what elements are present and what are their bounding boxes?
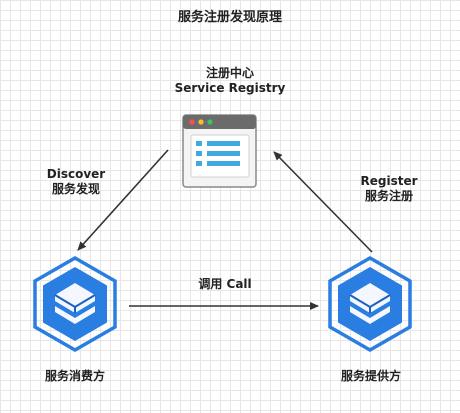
provider-stacked-box-icon — [328, 255, 412, 353]
discover-edge-label: Discover 服务发现 — [40, 167, 112, 197]
discover-label-cn: 服务发现 — [51, 182, 100, 196]
provider-label: 服务提供方 — [340, 369, 401, 383]
register-arrow — [273, 151, 373, 253]
call-edge-label: 调用 Call — [198, 277, 252, 291]
browser-window-list-icon — [182, 114, 257, 188]
discover-label-en: Discover — [46, 167, 106, 181]
registry-label-cn: 注册中心 — [205, 66, 254, 80]
discover-arrow — [77, 149, 169, 251]
consumer-label: 服务消费方 — [44, 369, 105, 383]
register-label-cn: 服务注册 — [364, 189, 413, 203]
consumer-stacked-box-icon — [33, 255, 117, 353]
registry-label-en: Service Registry — [174, 81, 286, 95]
register-edge-label: Register 服务注册 — [354, 174, 424, 204]
registry-label: 注册中心 Service Registry — [150, 66, 310, 96]
diagram-title: 服务注册发现原理 — [177, 10, 282, 25]
register-label-en: Register — [360, 174, 418, 188]
